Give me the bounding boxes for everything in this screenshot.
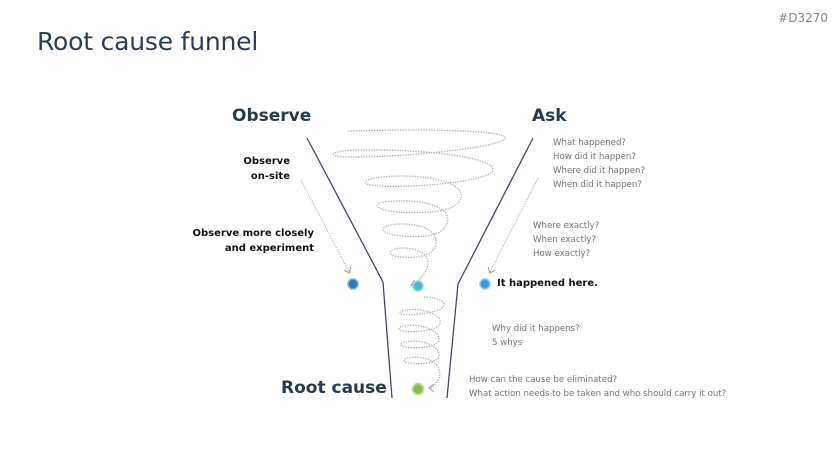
questions-elimination: How can the cause be eliminated? What ac…	[469, 375, 727, 399]
funnel-left-wall	[306, 137, 393, 399]
dot-center	[412, 280, 424, 292]
questions-what-happened: What happened? How did it happen? Where …	[553, 138, 646, 190]
dot-ask	[479, 278, 491, 290]
dot-observe	[347, 278, 359, 290]
questions-why: Why did it happens? 5 whys	[492, 324, 580, 348]
slide-title: Root cause funnel	[37, 27, 259, 56]
spiral-upper	[333, 129, 506, 285]
arrow-ask-exact	[490, 177, 539, 272]
heading-ask: Ask	[532, 106, 567, 126]
arrow-observe-onsite	[300, 179, 349, 272]
label-it-happened-here: It happened here.	[497, 278, 598, 289]
spiral-lower	[398, 296, 445, 388]
dot-root-cause	[411, 382, 425, 396]
label-observe-closely: Observe more closely and experiment	[192, 228, 315, 254]
label-observe-onsite: Observe on-site	[243, 156, 290, 182]
heading-root-cause: Root cause	[281, 378, 387, 398]
heading-observe: Observe	[232, 106, 312, 126]
questions-exactly: Where exactly? When exactly? How exactly…	[533, 221, 600, 259]
slide-code: #D3270	[778, 11, 828, 25]
funnel-right-wall	[446, 137, 534, 399]
